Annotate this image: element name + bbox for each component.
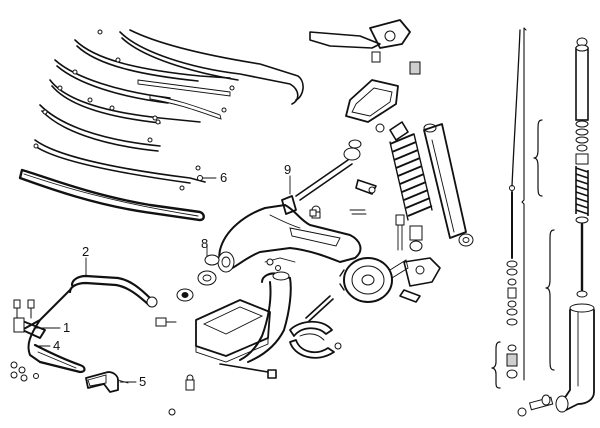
callout-2: 2	[82, 244, 89, 259]
shock-damper	[423, 123, 474, 247]
frame-rail-3	[39, 104, 161, 152]
callout-1: 1	[63, 320, 70, 335]
swingarm-group: 8 9	[176, 139, 441, 303]
callout-8: 8	[201, 236, 208, 251]
frame-rails-group: 6	[18, 29, 304, 222]
rear-hub	[339, 257, 409, 303]
callout-6: 6	[220, 170, 227, 185]
rail-rivets	[33, 29, 235, 191]
exhaust-bracket	[247, 272, 292, 363]
fender-bracket	[345, 79, 399, 123]
lower-center-group	[155, 271, 342, 416]
shock-absorbers-group	[309, 19, 474, 252]
center-stand-group: 2 1 4 5	[10, 244, 158, 393]
frame-tube-b	[129, 29, 304, 101]
brake-shoes	[289, 320, 333, 337]
spindle	[295, 159, 353, 201]
frame-rail-2	[34, 139, 206, 184]
frame-tube-a	[119, 31, 299, 105]
fork-upper-tube	[575, 47, 589, 121]
callout-4: 4	[53, 338, 60, 353]
fork-spring	[575, 166, 589, 216]
stand-pedal	[85, 371, 119, 393]
top-mount	[369, 19, 411, 49]
brake-lever	[403, 257, 441, 287]
frame-rail-long	[18, 168, 205, 222]
frame-rail-6	[74, 39, 231, 82]
stand-leg	[21, 289, 71, 363]
shock-spring	[389, 121, 433, 252]
stand-bar	[70, 274, 154, 302]
callout-9: 9	[284, 162, 291, 177]
fork-lower-slider	[557, 304, 595, 411]
front-fork-group	[491, 27, 595, 417]
callout-5: 5	[139, 374, 146, 389]
